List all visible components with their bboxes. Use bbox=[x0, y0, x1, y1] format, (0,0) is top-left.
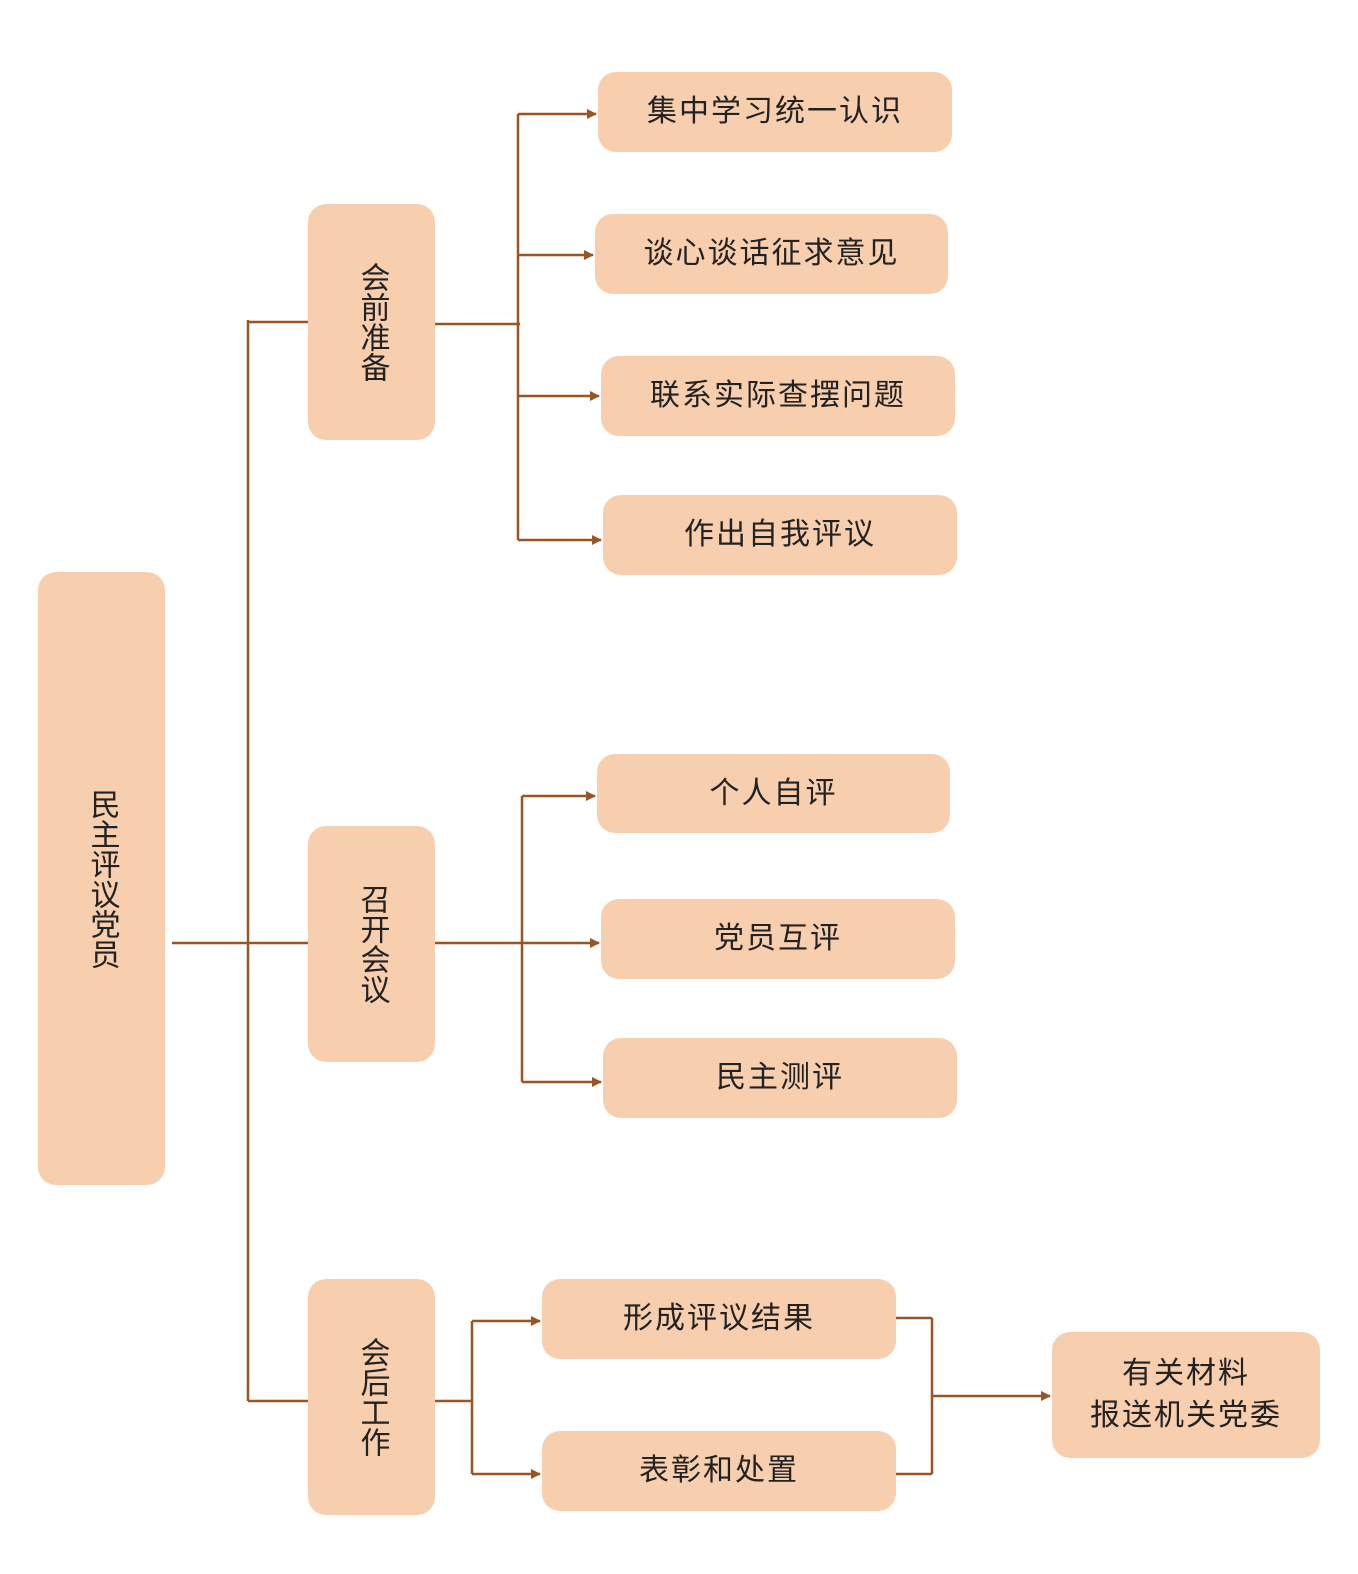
step-node: 集中学习统一认识 bbox=[598, 72, 952, 152]
step-node: 民主测评 bbox=[603, 1038, 957, 1118]
step-node: 形成评议结果 bbox=[542, 1279, 896, 1359]
step-node: 谈心谈话征求意见 bbox=[595, 214, 948, 294]
step-node: 作出自我评议 bbox=[603, 495, 957, 575]
stage-meeting: 召开会议 bbox=[308, 826, 435, 1062]
step-node: 党员互评 bbox=[601, 899, 955, 979]
step-node: 联系实际查摆问题 bbox=[601, 356, 955, 436]
step-node: 表彰和处置 bbox=[542, 1431, 896, 1511]
step-node: 个人自评 bbox=[597, 754, 950, 833]
final-line-2: 报送机关党委 bbox=[1090, 1398, 1282, 1433]
stage-post-meeting: 会后工作 bbox=[308, 1279, 435, 1515]
final-node: 有关材料 报送机关党委 bbox=[1052, 1332, 1320, 1458]
stage-pre-meeting: 会前准备 bbox=[308, 204, 435, 440]
root-node: 民主评议党员 bbox=[38, 572, 165, 1185]
final-line-1: 有关材料 bbox=[1122, 1356, 1250, 1391]
